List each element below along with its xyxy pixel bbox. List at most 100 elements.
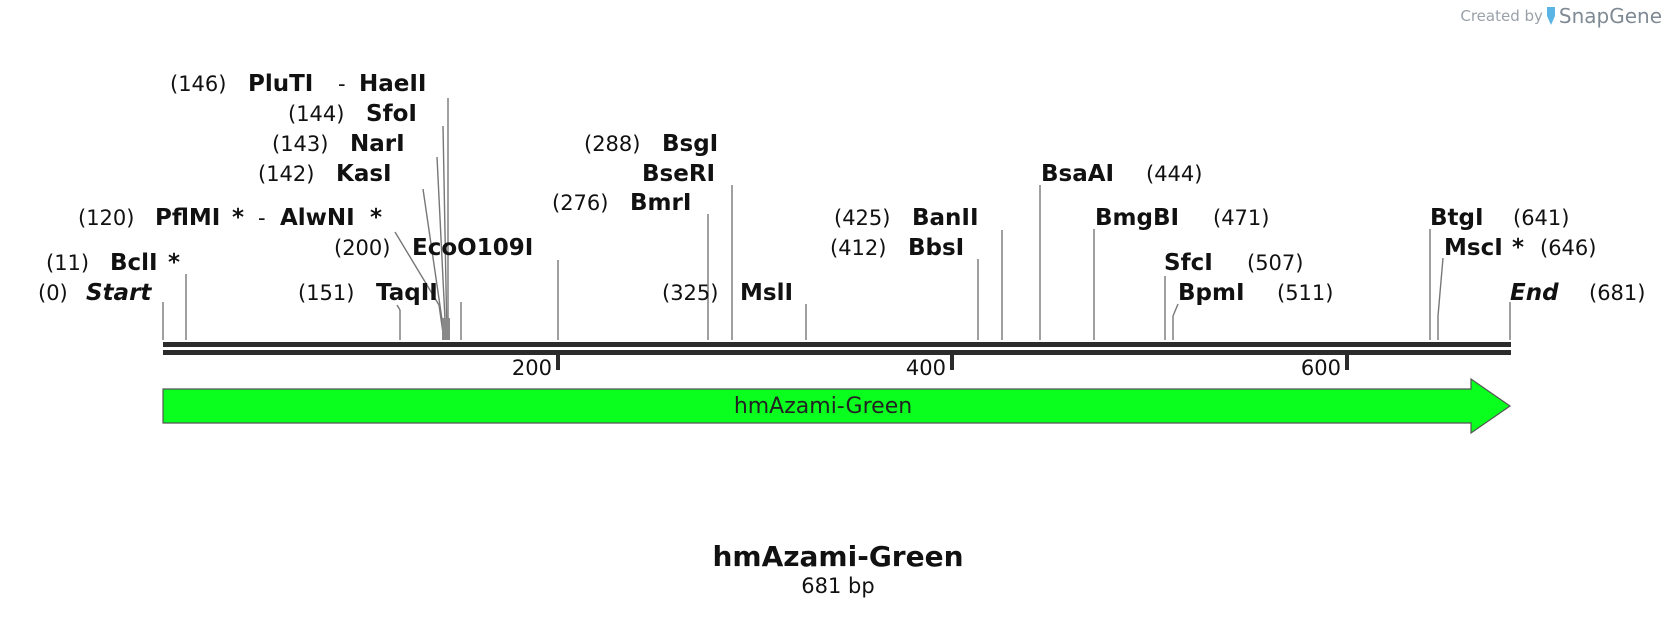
site-star: * <box>232 205 244 231</box>
snapgene-credit: Created by SnapGene <box>1460 4 1662 28</box>
snapgene-logo-icon <box>1546 7 1555 25</box>
site-position: (425) <box>834 206 890 230</box>
site-name-2: AlwNI <box>280 205 355 231</box>
leader-line-sfoi <box>442 125 448 341</box>
site-bsaai[interactable]: BsaAI (444) <box>1041 161 1202 187</box>
site-sfci[interactable]: SfcI (507) <box>1164 250 1303 276</box>
site-position: (444) <box>1146 162 1202 186</box>
site-position: (641) <box>1513 206 1569 230</box>
ruler-tick-label: 200 <box>512 356 552 380</box>
site-btgi[interactable]: BtgI (641) <box>1430 205 1569 231</box>
site-position: (412) <box>830 236 886 260</box>
site-name: PflMI <box>155 205 220 231</box>
site-name: NarI <box>350 131 405 157</box>
site-position: (151) <box>298 281 354 305</box>
site-position: (471) <box>1213 206 1269 230</box>
feature-arrow[interactable] <box>162 377 1512 435</box>
feature-label: hmAzami-Green <box>734 394 912 419</box>
site-position: (200) <box>334 236 390 260</box>
site-sfoi[interactable]: (144) SfoI <box>288 101 417 127</box>
credit-prefix: Created by <box>1460 7 1543 25</box>
site-name: BbsI <box>908 235 964 261</box>
site-name: BtgI <box>1430 205 1484 231</box>
site-end[interactable]: End (681) <box>1510 280 1645 306</box>
ruler-tick-label: 600 <box>1301 356 1341 380</box>
site-position: (146) <box>170 72 226 96</box>
ruler-tick-mark-200 <box>556 355 560 370</box>
site-msli[interactable]: (325) MslI <box>662 280 793 306</box>
site-name: SfcI <box>1164 250 1213 276</box>
leader-line-kasi <box>422 188 446 341</box>
site-position: (11) <box>46 251 89 275</box>
site-name: SfoI <box>366 101 417 127</box>
site-bsgi[interactable]: (288) BsgI <box>584 131 718 157</box>
credit-brand: SnapGene <box>1558 4 1662 28</box>
site-position: (325) <box>662 281 718 305</box>
site-bcli[interactable]: (11) BclI * <box>46 250 180 276</box>
site-taqii[interactable]: (151) TaqII <box>298 280 438 306</box>
site-ecoo109i[interactable]: (200) EcoO109I <box>334 235 533 261</box>
site-position: (0) <box>38 281 68 305</box>
site-position: (507) <box>1247 251 1303 275</box>
site-name: BanII <box>912 205 979 231</box>
site-position: (142) <box>258 162 314 186</box>
site-bseri[interactable]: BseRI <box>642 161 715 187</box>
site-leader-lines <box>162 98 1511 341</box>
site-pflmi-alwni[interactable]: (120) PflMI * - AlwNI * <box>78 205 382 231</box>
site-star-2: * <box>370 205 382 231</box>
leader-line-bpmi-elbow <box>1172 303 1179 317</box>
site-name: PluTI <box>248 71 313 97</box>
site-star: * <box>1512 235 1524 261</box>
sequence-title-block: hmAzami-Green 681 bp <box>0 540 1676 598</box>
site-name: MscI <box>1444 235 1503 261</box>
site-position: (511) <box>1277 281 1333 305</box>
site-name: TaqII <box>376 280 438 306</box>
site-bmri[interactable]: (276) BmrI <box>552 190 691 216</box>
site-name: BsgI <box>662 131 718 157</box>
dna-strand-bottom <box>163 350 1511 355</box>
site-separator: - <box>258 206 266 230</box>
site-name: Start <box>86 280 152 306</box>
site-star: * <box>168 250 180 276</box>
site-bbsi[interactable]: (412) BbsI <box>830 235 964 261</box>
site-banii[interactable]: (425) BanII <box>834 205 979 231</box>
sequence-name: hmAzami-Green <box>712 540 964 573</box>
site-position: (288) <box>584 132 640 156</box>
leader-line-msci-elbow <box>1437 257 1444 317</box>
site-position: (646) <box>1540 236 1596 260</box>
leader-line-pflmi-alwni-elbow <box>394 231 440 306</box>
ruler-tick-label: 400 <box>906 356 946 380</box>
site-name: BmgBI <box>1095 205 1179 231</box>
sequence-length: 681 bp <box>801 574 875 598</box>
site-name: BclI <box>110 250 158 276</box>
ruler <box>556 355 1349 370</box>
site-name: BseRI <box>642 161 715 187</box>
site-nari[interactable]: (143) NarI <box>272 131 405 157</box>
site-msci[interactable]: MscI * (646) <box>1444 235 1596 261</box>
site-position: (143) <box>272 132 328 156</box>
leader-line-taqii-elbow <box>396 304 401 311</box>
dna-strand-top <box>163 342 1511 347</box>
site-position: (681) <box>1589 281 1645 305</box>
ruler-tick-mark-600 <box>1345 355 1349 370</box>
site-name: BpmI <box>1178 280 1245 306</box>
site-name-2: HaeII <box>359 71 426 97</box>
site-name: End <box>1510 280 1559 306</box>
site-name: MslI <box>740 280 793 306</box>
leader-cluster <box>442 318 450 340</box>
dna-backbone <box>163 342 1511 355</box>
site-name: EcoO109I <box>412 235 533 261</box>
site-name: BsaAI <box>1041 161 1114 187</box>
site-bmgbi[interactable]: BmgBI (471) <box>1095 205 1269 231</box>
site-kasi[interactable]: (142) KasI <box>258 161 392 187</box>
site-name: BmrI <box>630 190 691 216</box>
site-position: (120) <box>78 206 134 230</box>
site-position: (144) <box>288 102 344 126</box>
leader-line-nari <box>436 156 447 341</box>
site-bpmi[interactable]: BpmI (511) <box>1178 280 1333 306</box>
site-position: (276) <box>552 191 608 215</box>
ruler-tick-mark-400 <box>950 355 954 370</box>
site-start[interactable]: (0) Start <box>38 280 152 306</box>
site-pluti-haeii[interactable]: (146) PluTI - HaeII <box>170 71 426 97</box>
